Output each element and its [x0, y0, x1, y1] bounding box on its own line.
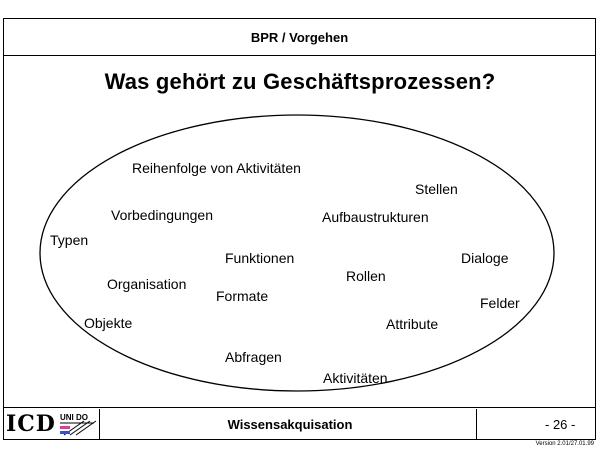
slide-footer [3, 408, 596, 440]
uni-dortmund-logo: UNI DO [60, 413, 97, 436]
term-abfragen: Abfragen [225, 349, 282, 365]
term-vorbedingungen: Vorbedingungen [111, 207, 213, 223]
footer-divider-right [476, 409, 477, 440]
term-funktionen: Funktionen [225, 250, 295, 266]
term-dialoge: Dialoge [461, 250, 509, 266]
term-rollen: Rollen [346, 268, 386, 284]
content-frame [3, 56, 596, 408]
term-aktivitaeten: Aktivitäten [323, 370, 388, 386]
slide-header: BPR / Vorgehen [3, 18, 596, 56]
header-title: BPR / Vorgehen [250, 29, 349, 45]
term-typen: Typen [50, 232, 89, 248]
term-felder: Felder [480, 295, 520, 311]
term-objekte: Objekte [84, 315, 133, 331]
page-title: Was gehört zu Geschäftsprozessen? [104, 69, 496, 94]
term-stellen: Stellen [415, 181, 458, 197]
footer-label: Wissensakquisation [227, 417, 353, 432]
footer-divider-left [99, 409, 100, 440]
page-number: - 26 - [545, 417, 576, 432]
term-aufbaustrukturen: Aufbaustrukturen [322, 209, 429, 225]
term-organisation: Organisation [107, 276, 187, 292]
version-label: Version 2.01/27.01.99 [535, 441, 594, 447]
term-attribute: Attribute [386, 316, 439, 332]
uni-logo-label: UNI DO [60, 413, 88, 422]
icd-logo: ICD [6, 411, 56, 437]
term-formate: Formate [216, 288, 269, 304]
term-reihenfolge: Reihenfolge von Aktivitäten [132, 160, 301, 176]
